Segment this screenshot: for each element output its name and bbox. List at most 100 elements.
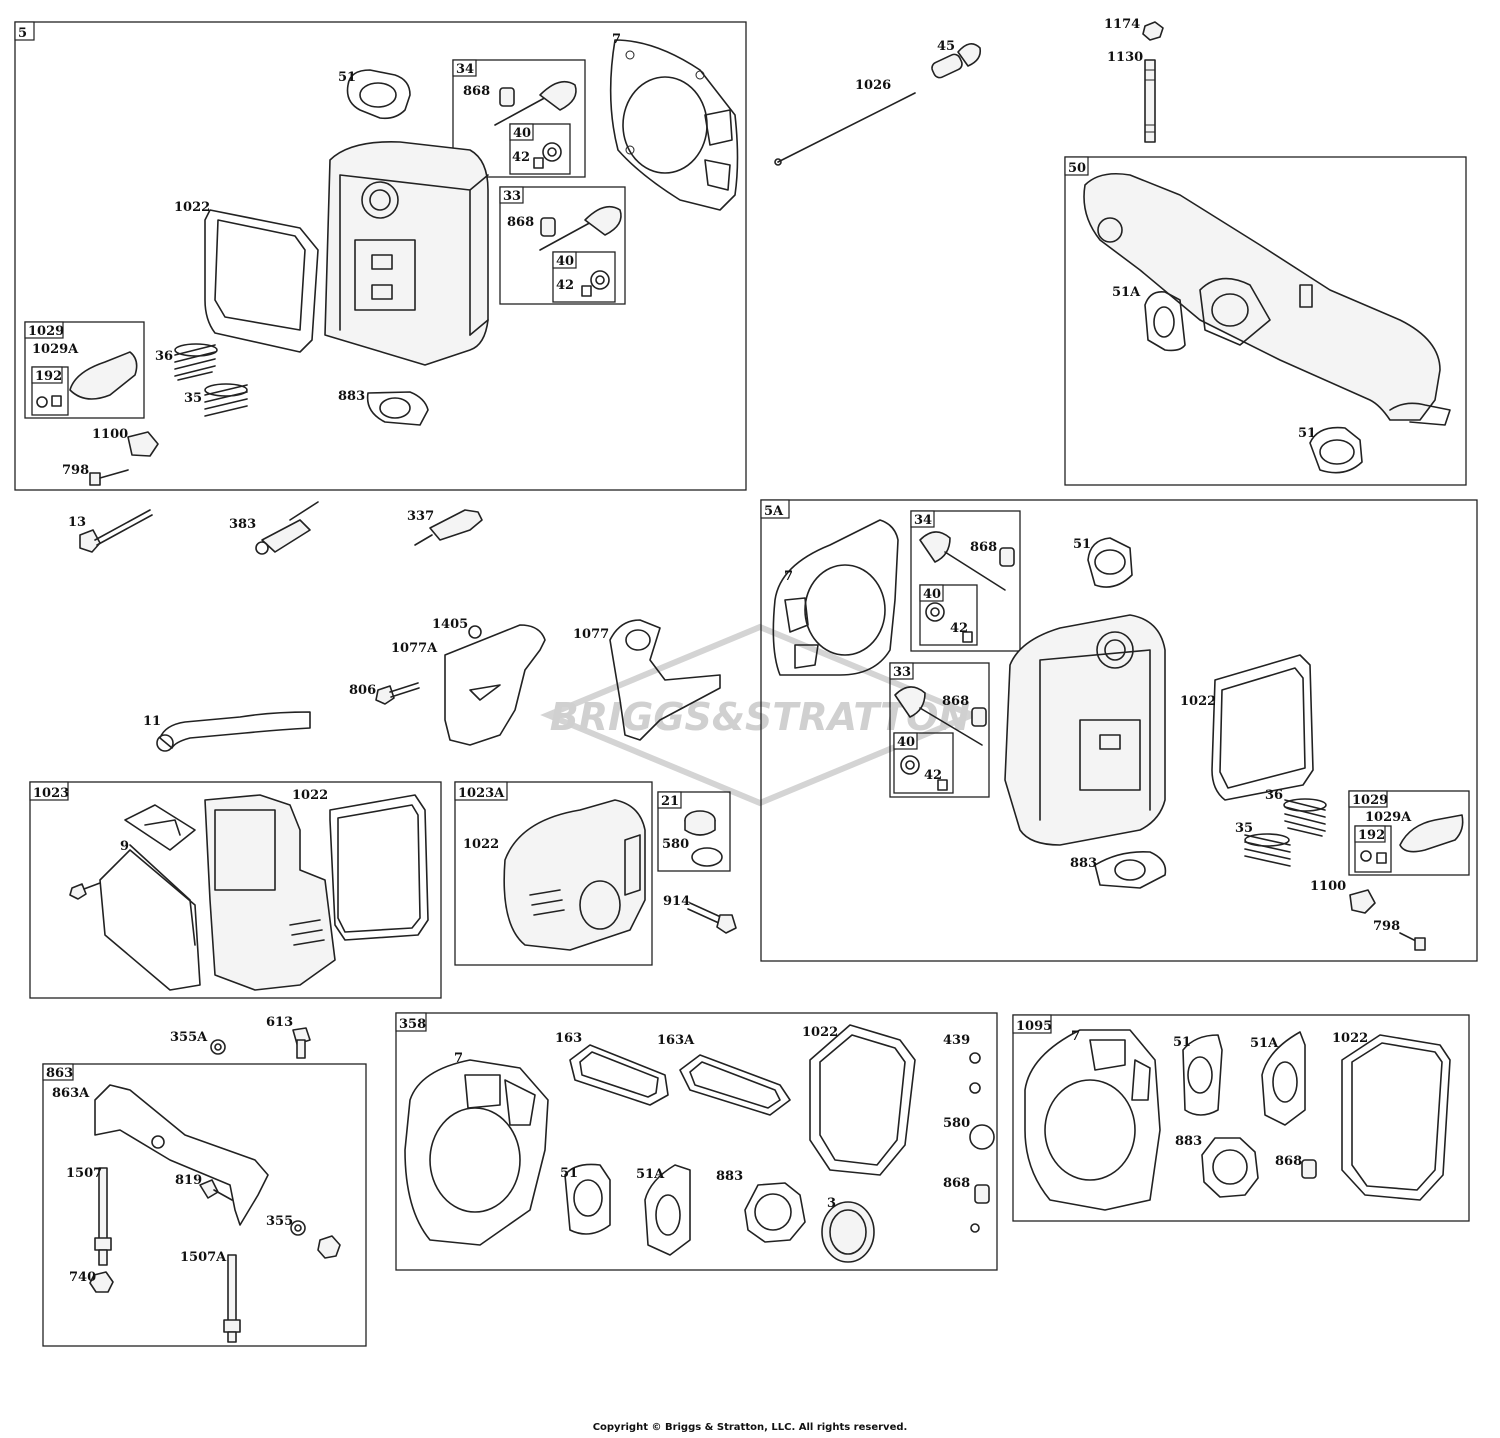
part-label: 883	[1070, 856, 1097, 871]
part-label: 580	[662, 837, 689, 852]
part-label: 1022	[802, 1025, 838, 1040]
cover-gasket-1022-5A	[1211, 654, 1314, 801]
cover-plate-9	[99, 844, 201, 991]
bolt-914	[687, 902, 737, 934]
gasket-883-5A	[1094, 850, 1167, 889]
kit-tag-1023: 1023	[33, 786, 69, 801]
washer-355	[290, 1220, 306, 1236]
gasket-883-358	[744, 1182, 806, 1243]
part-label: 7	[784, 569, 793, 584]
head-gasket-7-1095	[1024, 1029, 1161, 1211]
bolt-798-5A	[1399, 932, 1426, 951]
part-label: 883	[338, 389, 365, 404]
hose-11	[156, 711, 311, 752]
kit-box-1029-right	[1348, 790, 1470, 876]
cover-gasket-1022-358	[809, 1024, 916, 1176]
part-label: 35	[1235, 821, 1253, 836]
valve-45	[931, 43, 982, 79]
part-label: 1077	[573, 627, 609, 642]
part-label: 868	[943, 1176, 970, 1191]
part-label: 914	[663, 894, 690, 909]
part-label: 51A	[1112, 285, 1141, 300]
part-label: 883	[716, 1169, 743, 1184]
gasket-51-358	[564, 1163, 611, 1235]
springs-36-35-5A	[1244, 798, 1327, 867]
part-label: 7	[612, 32, 621, 47]
part-label: 798	[62, 463, 89, 478]
kit-box-34-top	[452, 59, 586, 178]
kit-tag-1023A: 1023A	[458, 786, 505, 801]
seal-868-1095	[1301, 1159, 1317, 1179]
kit-box-40-top-a	[509, 123, 571, 175]
bolt-798	[89, 469, 129, 486]
kit-box-33-right	[889, 662, 990, 798]
part-label: 1022	[1180, 694, 1216, 709]
pushrod-1026	[774, 92, 916, 166]
part-label: 613	[266, 1015, 293, 1030]
part-label: 42	[950, 621, 968, 636]
kit-tag-1029: 1029	[1352, 793, 1388, 808]
kit-box-40-right-a	[919, 584, 978, 646]
kit-box-1095	[1012, 1014, 1470, 1222]
seals-439-580-868	[969, 1052, 995, 1233]
kit-box-34-right	[910, 510, 1021, 652]
part-label: 868	[507, 215, 534, 230]
nut-1174	[1142, 21, 1164, 41]
kit-tag-5A: 5A	[764, 504, 784, 519]
kit-box-1023A	[454, 781, 653, 966]
bolt-806	[375, 682, 420, 705]
part-label: 863A	[52, 1086, 90, 1101]
part-label: 163A	[657, 1033, 695, 1048]
gasket-163	[569, 1044, 669, 1106]
valve-33-5A	[894, 686, 987, 791]
kit-tag-1095: 1095	[1016, 1019, 1052, 1034]
part-label: 1507	[66, 1166, 102, 1181]
gasket-51-1095	[1182, 1034, 1223, 1116]
kit-tag-1029: 1029	[28, 324, 64, 339]
kit-tag-358: 358	[399, 1017, 426, 1032]
part-labels: 51 868 42 7 1022 868 42 1029A 36 35 883 …	[32, 17, 1412, 1285]
kit-tag-40: 40	[897, 735, 915, 750]
part-label: 819	[175, 1173, 202, 1188]
part-label: 13	[68, 515, 86, 530]
kit-tags: 5 34 40 33 40 1029 192 50 5A 34 40 33 40…	[14, 21, 1388, 1081]
spark-plug-337	[414, 509, 483, 546]
stud-1507A	[223, 1254, 241, 1343]
part-label: 1174	[1104, 17, 1140, 32]
part-label: 163	[555, 1031, 582, 1046]
part-label: 3	[827, 1196, 836, 1211]
part-label: 1130	[1107, 50, 1143, 65]
washer-355A	[210, 1039, 226, 1055]
stud-1130	[1144, 59, 1156, 143]
head-gasket-7	[609, 39, 739, 211]
gasket-163A	[679, 1054, 791, 1116]
bolt-screw	[69, 882, 101, 900]
part-label: 36	[155, 349, 173, 364]
part-label: 1022	[174, 200, 210, 215]
kit-box-5	[14, 21, 747, 491]
part-label: 11	[143, 714, 161, 729]
kit-box-40-right-b	[893, 732, 954, 794]
rocker-cover-1023A	[503, 799, 646, 951]
part-label: 1026	[855, 78, 891, 93]
part-label: 883	[1175, 1134, 1202, 1149]
part-label: 42	[556, 278, 574, 293]
kit-box-1023	[29, 781, 442, 999]
part-label: 42	[924, 768, 942, 783]
kit-tag-21: 21	[661, 794, 679, 809]
copyright-notice: Copyright © Briggs & Stratton, LLC. All …	[592, 1422, 908, 1433]
breather-plate	[124, 804, 196, 851]
part-label: 51	[1298, 426, 1316, 441]
kit-box-33-top	[499, 186, 626, 305]
gasket-51-5A	[1087, 537, 1133, 588]
kit-box-1029-left	[24, 321, 145, 419]
cylinder-head-part-5A	[1004, 614, 1166, 846]
part-label: 868	[1275, 1154, 1302, 1169]
part-label: 51	[338, 70, 356, 85]
part-label: 355A	[170, 1030, 208, 1045]
gasket-51	[346, 69, 411, 120]
kit-box-50	[1064, 156, 1467, 486]
part-label: 51	[1173, 1035, 1191, 1050]
part-label: 45	[937, 39, 955, 54]
